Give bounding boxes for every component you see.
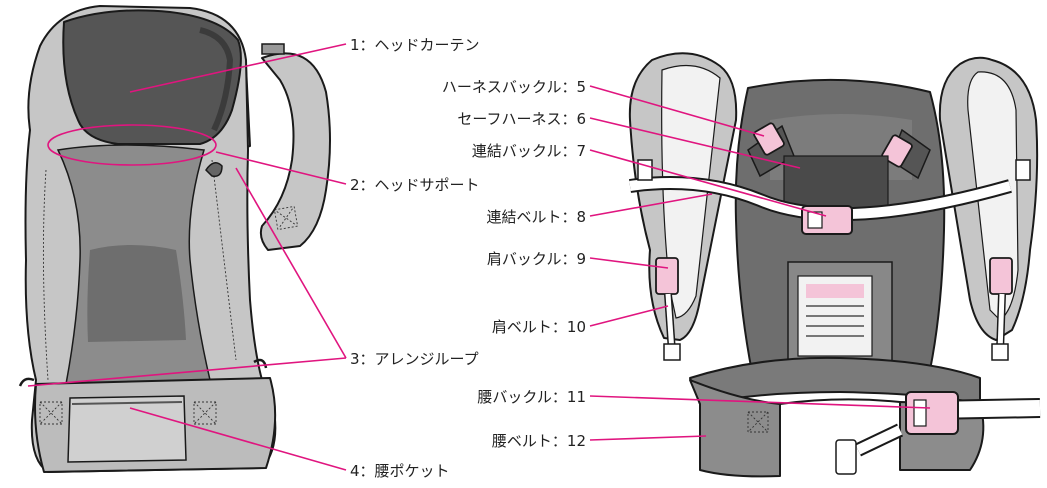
- label-connecting-belt: 連結ベルト：8: [486, 208, 586, 226]
- shoulder-buckle-left: [655, 257, 679, 295]
- label-shoulder-belt: 肩ベルト：10: [492, 318, 586, 336]
- shoulder-strap-left-view: [259, 52, 331, 251]
- safe-harness: [783, 155, 889, 213]
- arrange-loop-left: [18, 377, 35, 387]
- carrier-front-view: [18, 5, 331, 473]
- label-head-support: 2：ヘッドサポート: [350, 176, 480, 194]
- label-connecting-buckle: 連結バックル：7: [472, 142, 586, 160]
- waist-pocket: [67, 395, 187, 463]
- carrier-back-view: [628, 52, 1041, 478]
- harness-buckle-left: [753, 122, 785, 156]
- label-harness-buckle: ハーネスバックル：5: [442, 78, 586, 96]
- label-arrange-loop: 3：アレンジループ: [350, 350, 479, 368]
- callout-labels: 1：ヘッドカーテン 2：ヘッドサポート 3：アレンジループ 4：腰ポケット ハー…: [350, 36, 586, 480]
- leader-lines: [27, 43, 931, 471]
- label-waist-buckle: 腰バックル：11: [477, 388, 586, 406]
- label-head-curtain: 1：ヘッドカーテン: [350, 36, 480, 54]
- harness-buckle-right: [881, 134, 913, 168]
- label-waist-belt: 腰ベルト：12: [492, 432, 586, 450]
- head-curtain: [62, 9, 242, 145]
- label-safe-harness: セーフハーネス：6: [457, 110, 586, 128]
- label-shoulder-buckle: 肩バックル：9: [487, 250, 586, 268]
- arrange-loop-right: [253, 358, 268, 369]
- label-waist-pocket: 4：腰ポケット: [350, 462, 450, 480]
- head-support-highlight: [47, 124, 217, 166]
- shoulder-buckle-right: [989, 257, 1013, 295]
